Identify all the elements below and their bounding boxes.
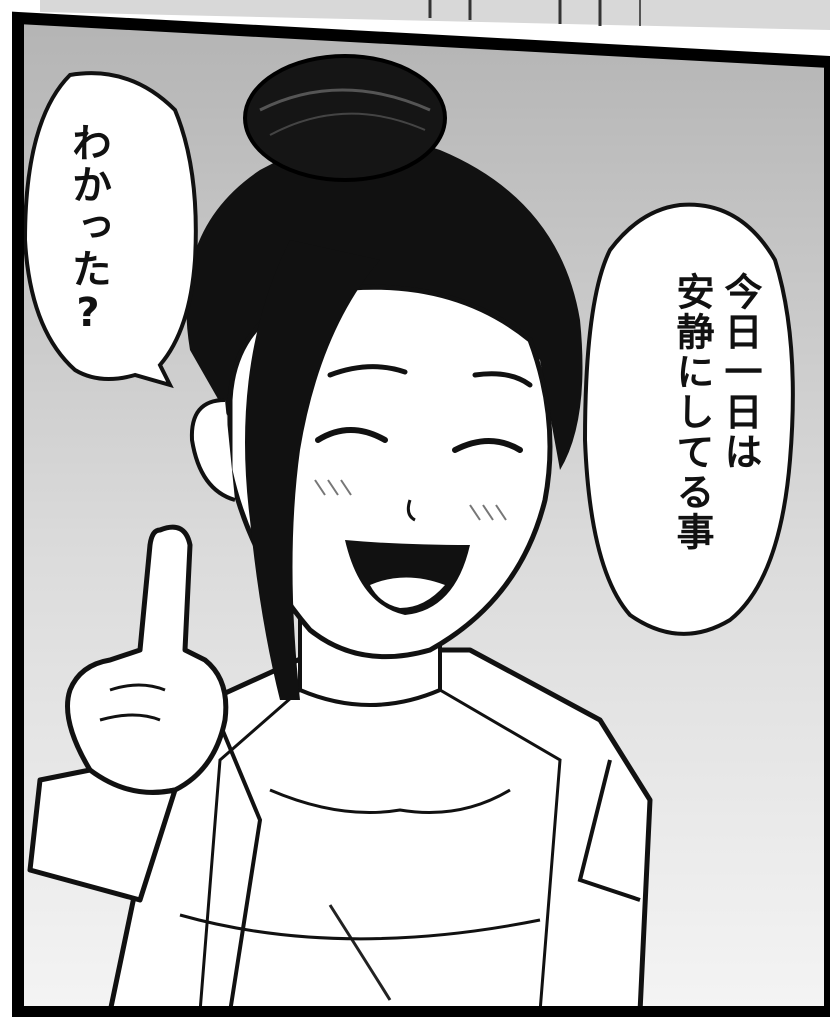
panel-border <box>12 11 830 1017</box>
previous-panel-sliver <box>40 0 830 30</box>
speech-text-right: 今日一日は 安静にしてる事 <box>668 272 764 552</box>
speech-bubble-left <box>22 71 198 389</box>
speech-bubble-right <box>582 202 795 636</box>
speech-text-right-line-2: 安静にしてる事 <box>670 272 714 552</box>
character-figure <box>27 54 653 1015</box>
speech-text-right-line-1: 今日一日は <box>718 272 762 472</box>
speech-text-left: わかった? <box>65 122 111 338</box>
